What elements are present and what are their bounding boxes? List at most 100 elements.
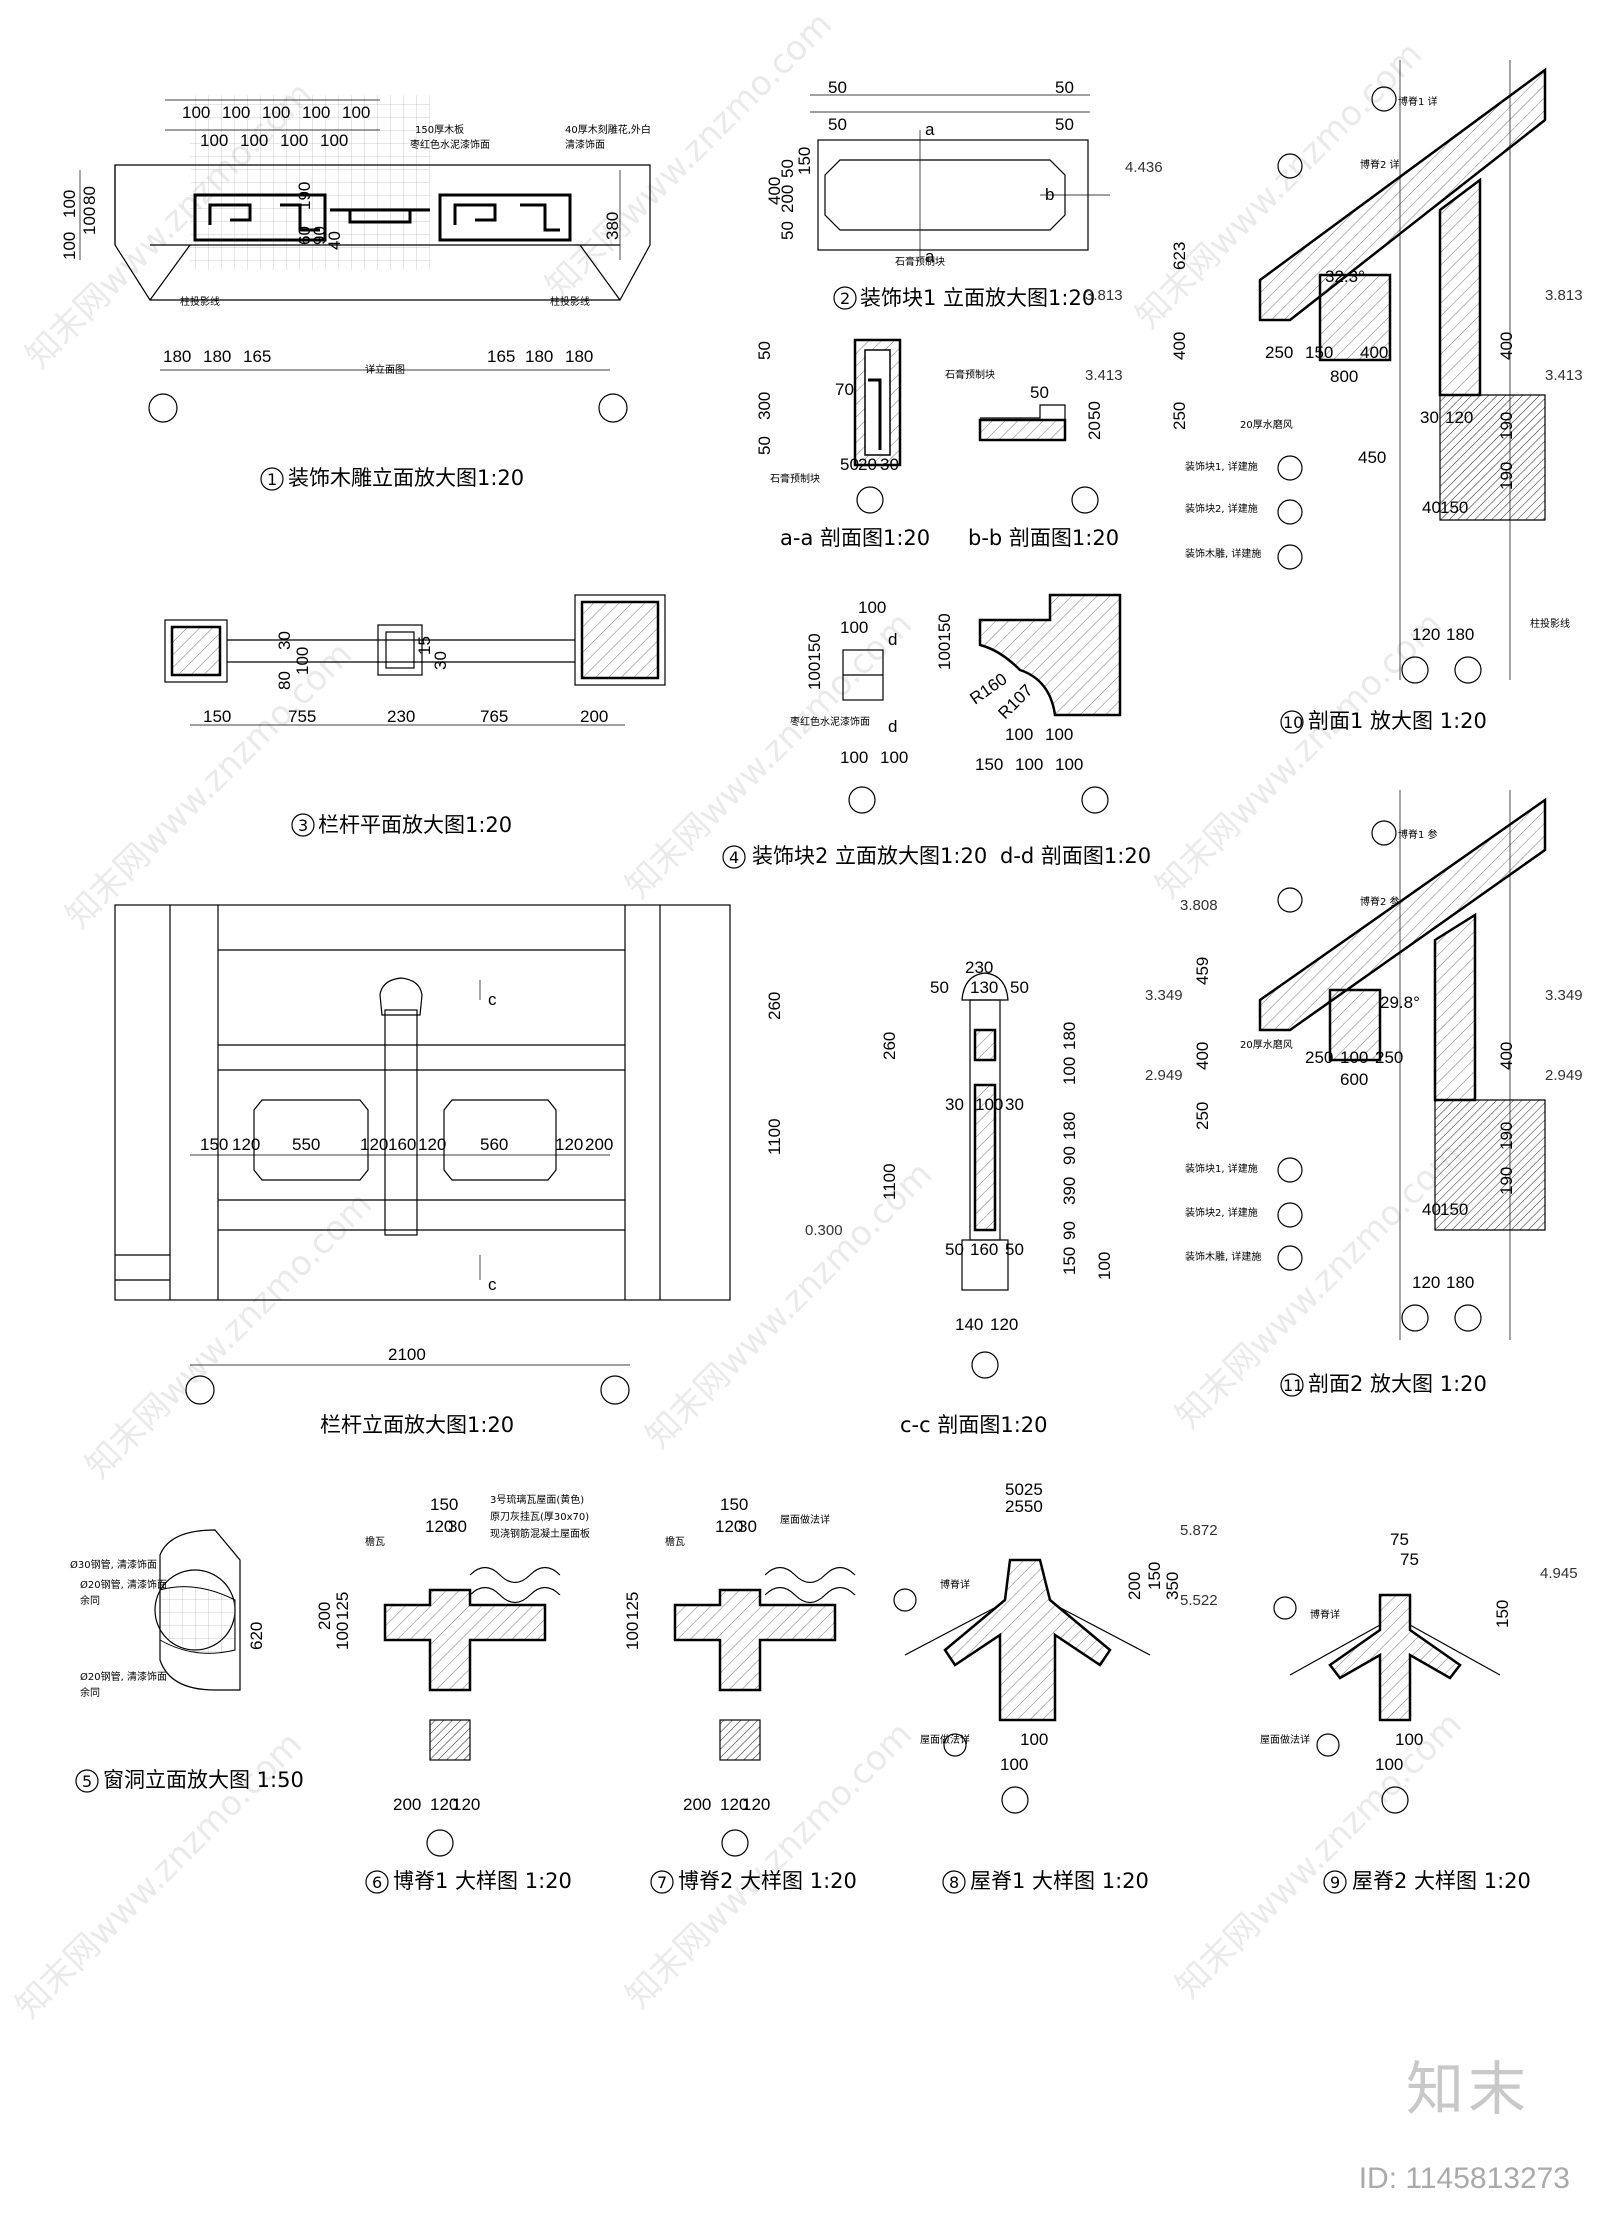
drawing-bb-section: 石膏预制块 50 50 20 b-b 剖面图1:20	[945, 368, 1119, 550]
title-bb: b-b 剖面图1:20	[968, 526, 1119, 550]
svg-text:100: 100	[623, 1622, 642, 1650]
svg-text:50: 50	[1010, 978, 1029, 997]
title-4: 装饰块2 立面放大图1:20	[752, 844, 987, 868]
svg-text:120: 120	[1445, 408, 1473, 427]
svg-text:100: 100	[333, 1622, 352, 1650]
axis-bubble	[148, 393, 178, 423]
svg-text:5.522: 5.522	[1180, 1592, 1218, 1609]
note-paint-red: 枣红色水泥漆饰面	[410, 138, 490, 151]
svg-text:120: 120	[715, 1517, 743, 1536]
svg-text:190: 190	[1497, 462, 1516, 490]
title-11: 剖面2 放大图 1:20	[1308, 1372, 1487, 1396]
svg-text:100: 100	[1000, 1755, 1028, 1774]
svg-text:350: 350	[1163, 1572, 1182, 1600]
svg-text:150: 150	[1440, 498, 1468, 517]
svg-text:50: 50	[1030, 383, 1049, 402]
svg-text:120: 120	[990, 1315, 1018, 1334]
svg-text:100: 100	[840, 748, 868, 767]
svg-text:20: 20	[858, 455, 877, 474]
svg-text:190: 190	[1497, 1167, 1516, 1195]
svg-text:100: 100	[1375, 1755, 1403, 1774]
svg-text:250: 250	[1375, 1048, 1403, 1067]
svg-text:博脊1 参: 博脊1 参	[1398, 828, 1438, 841]
svg-text:100150: 100150	[935, 613, 954, 670]
svg-text:2: 2	[840, 289, 850, 308]
svg-text:3.349: 3.349	[1145, 987, 1183, 1004]
svg-text:1100: 1100	[765, 1118, 784, 1155]
svg-text:200: 200	[580, 707, 608, 726]
svg-text:70: 70	[835, 380, 854, 399]
svg-text:250: 250	[1193, 1102, 1212, 1130]
svg-text:560: 560	[480, 1135, 508, 1154]
svg-text:50: 50	[840, 455, 859, 474]
svg-text:7: 7	[657, 1873, 667, 1892]
svg-text:180: 180	[1446, 1273, 1474, 1292]
svg-text:250: 250	[1305, 1048, 1333, 1067]
drawing-10-section-1: 4.436 3.813 3.413 3.813 3.413 32.3° 623 …	[1085, 60, 1583, 734]
svg-text:50: 50	[1005, 1240, 1024, 1259]
svg-text:d: d	[888, 630, 897, 649]
svg-text:50: 50	[1055, 78, 1074, 97]
svg-text:100: 100	[60, 232, 79, 260]
svg-text:装饰块1, 详建施: 装饰块1, 详建施	[1185, 460, 1258, 473]
svg-text:枣红色水泥漆饰面: 枣红色水泥漆饰面	[790, 715, 870, 728]
svg-text:柱投影线: 柱投影线	[1530, 617, 1570, 630]
svg-text:石膏预制块: 石膏预制块	[945, 368, 995, 381]
svg-text:余同: 余同	[80, 1686, 100, 1699]
svg-text:现浇钢筋混凝土屋面板: 现浇钢筋混凝土屋面板	[490, 1527, 590, 1540]
svg-text:100: 100	[222, 103, 250, 122]
drawing-5-window-opening: Ø30钢管, 清漆饰面 Ø20钢管, 清漆饰面 余同 Ø20钢管, 清漆饰面 余…	[70, 1529, 304, 1793]
svg-text:50: 50	[945, 1240, 964, 1259]
svg-text:400: 400	[1360, 343, 1388, 362]
svg-text:120: 120	[232, 1135, 260, 1154]
svg-text:40: 40	[1422, 1200, 1441, 1219]
svg-text:75: 75	[1390, 1530, 1409, 1549]
svg-text:100: 100	[80, 207, 99, 235]
svg-text:200: 200	[585, 1135, 613, 1154]
svg-text:60: 60	[295, 226, 314, 245]
svg-text:150: 150	[1493, 1600, 1512, 1628]
svg-text:165: 165	[243, 347, 271, 366]
svg-text:100: 100	[1020, 1730, 1048, 1749]
svg-text:50: 50	[828, 115, 847, 134]
svg-text:190: 190	[1497, 1122, 1516, 1150]
svg-text:3.808: 3.808	[1180, 897, 1218, 914]
svg-text:80: 80	[80, 186, 99, 205]
svg-text:50: 50	[1055, 115, 1074, 134]
svg-text:100: 100	[1395, 1730, 1423, 1749]
svg-text:5.872: 5.872	[1180, 1522, 1218, 1539]
svg-text:180: 180	[525, 347, 553, 366]
svg-text:180: 180	[565, 347, 593, 366]
svg-text:100: 100	[1005, 725, 1033, 744]
title-7: 博脊2 大样图 1:20	[678, 1869, 857, 1893]
svg-text:100: 100	[1340, 1048, 1368, 1067]
svg-text:450: 450	[1358, 448, 1386, 467]
svg-text:20厚水磨风: 20厚水磨风	[1240, 419, 1293, 431]
svg-text:100: 100	[60, 190, 79, 218]
svg-text:30: 30	[945, 1095, 964, 1114]
svg-text:50: 50	[755, 436, 774, 455]
svg-text:装饰木雕, 详建施: 装饰木雕, 详建施	[1185, 547, 1261, 560]
title-9: 屋脊2 大样图 1:20	[1352, 1869, 1531, 1893]
svg-text:3号琉璃瓦屋面(黄色): 3号琉璃瓦屋面(黄色)	[490, 1493, 584, 1506]
svg-text:c: c	[488, 1275, 497, 1294]
svg-text:200: 200	[683, 1795, 711, 1814]
watermark: 知末网www.znzmo.com	[58, 634, 360, 936]
svg-text:3: 3	[298, 816, 308, 835]
svg-text:8: 8	[949, 1873, 959, 1892]
svg-text:80: 80	[275, 671, 294, 690]
svg-text:檐瓦: 檐瓦	[665, 1535, 685, 1548]
svg-text:620: 620	[247, 1622, 266, 1650]
svg-text:150: 150	[1060, 1247, 1079, 1275]
svg-text:400: 400	[1193, 1042, 1212, 1070]
svg-text:3.813: 3.813	[1085, 287, 1123, 304]
svg-text:260: 260	[880, 1032, 899, 1060]
svg-text:200: 200	[1125, 1572, 1144, 1600]
svg-text:30: 30	[431, 651, 450, 670]
svg-text:30: 30	[738, 1517, 757, 1536]
svg-text:400: 400	[1497, 332, 1516, 360]
